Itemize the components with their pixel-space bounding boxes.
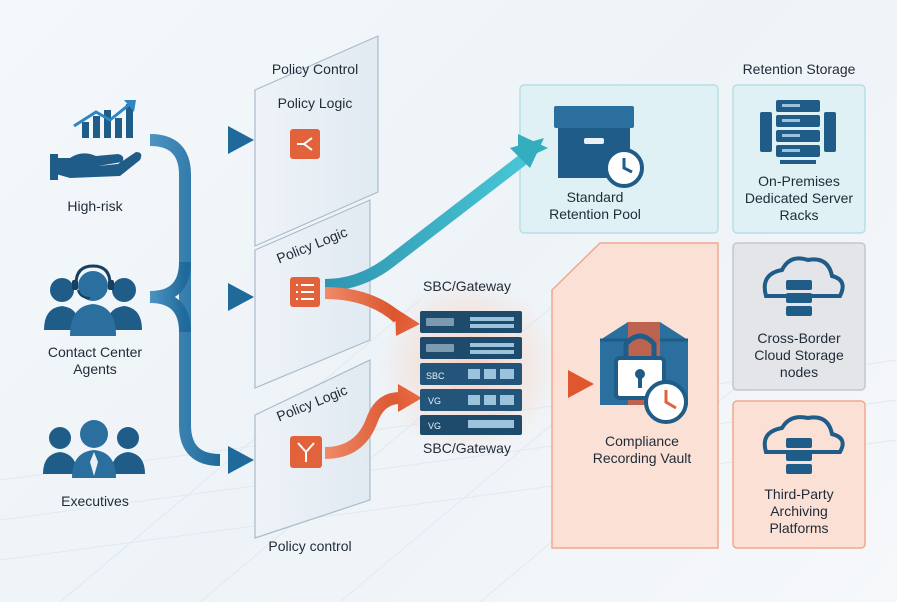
cross-border-label: Cross-Border Cloud Storage nodes <box>754 330 844 380</box>
rack-unit-label: SBC <box>426 371 445 381</box>
chart-hand-icon <box>50 100 142 180</box>
high-risk-label: High-risk <box>67 198 123 214</box>
policy-control-title-top: Policy Control <box>271 61 359 77</box>
compliance-vault-label: Compliance Recording Vault <box>592 433 692 466</box>
cloud-server-icon <box>762 415 845 474</box>
cloud-server-icon <box>762 256 845 316</box>
gateway-rack <box>420 311 522 435</box>
branch-icon <box>290 436 322 468</box>
standard-flows <box>324 134 548 291</box>
headset-group-icon <box>44 264 142 336</box>
policy-logic-label-1: Policy Logic <box>277 95 353 111</box>
executives-label: Executives <box>61 493 129 509</box>
standard-pool-label: Standard Retention Pool <box>549 189 641 222</box>
policy-control-title-bottom: Policy control <box>268 538 352 554</box>
router-icon <box>290 129 320 159</box>
archive-box-clock-icon <box>554 106 644 188</box>
source-arrowheads <box>228 126 254 474</box>
policy-panels <box>254 35 379 539</box>
rack-unit-label: VG <box>428 421 441 431</box>
on-prem-label: On-Premises Dedicated Server Racks <box>744 173 854 223</box>
source-flows <box>143 134 230 466</box>
contact-center-label: Contact Center Agents <box>47 344 143 377</box>
rack-unit-label: VG <box>428 396 441 406</box>
retention-storage-title: Retention Storage <box>742 61 856 77</box>
gateway-top-label: SBC/Gateway <box>423 278 511 294</box>
executives-icon <box>43 420 145 478</box>
list-icon <box>290 277 320 307</box>
vault-lock-clock-icon <box>600 322 688 424</box>
server-rack-icon <box>760 100 836 164</box>
gateway-bottom-label: SBC/Gateway <box>423 440 511 456</box>
third-party-label: Third-Party Archiving Platforms <box>764 486 834 536</box>
